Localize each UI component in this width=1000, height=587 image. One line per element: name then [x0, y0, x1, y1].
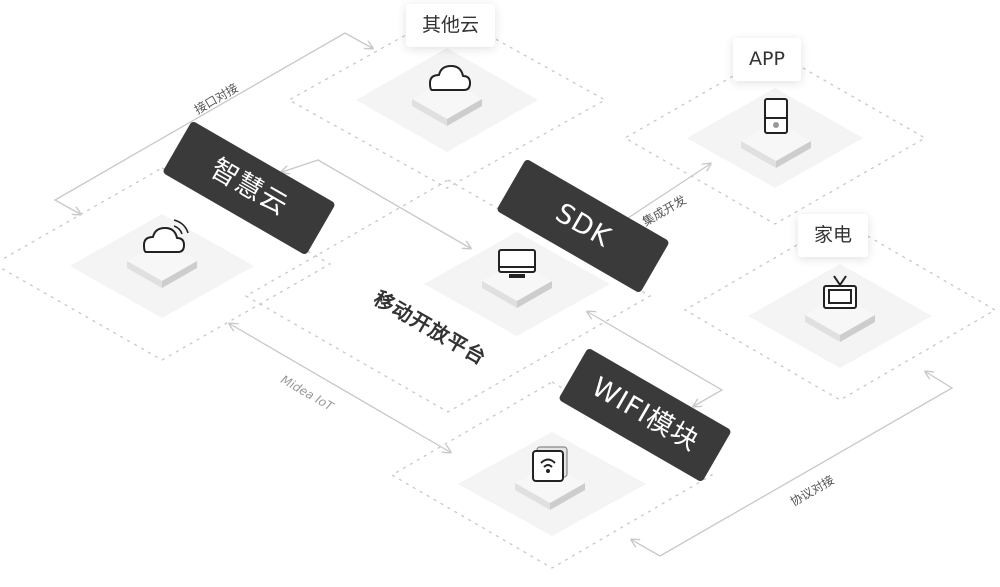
phone-icon	[764, 98, 788, 134]
connector-integrated-dev	[627, 164, 710, 219]
cloud-icon	[429, 65, 471, 91]
other-cloud-tag: 其他云	[406, 4, 496, 47]
connectors	[53, 32, 954, 557]
appliance-tag: 家电	[798, 214, 869, 257]
tv-icon	[823, 275, 857, 309]
other-cloud-label: 其他云	[422, 14, 480, 36]
cloud-signal-icon	[143, 219, 189, 253]
connector-midea-iot	[230, 324, 450, 452]
wifi-icon	[532, 446, 568, 482]
app-tag: APP	[733, 38, 801, 81]
connector-interface-docking	[53, 32, 372, 214]
app-outline	[623, 51, 927, 225]
monitor-icon	[498, 249, 536, 278]
appliance-label: 家电	[814, 224, 853, 246]
pedestals	[127, 79, 875, 510]
app-label: APP	[749, 48, 785, 70]
connector-protocol-docking	[632, 372, 954, 557]
connector-smart-cloud-platform	[282, 159, 470, 248]
